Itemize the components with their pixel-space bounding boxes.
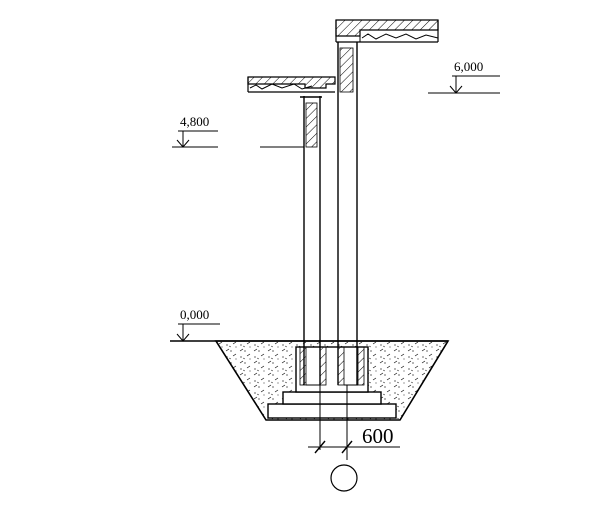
elevation-label-middle: 4,800 [180, 114, 209, 129]
elevation-marker-ground: 0,000 [176, 307, 220, 342]
elevation-marker-top: 6,000 [428, 59, 500, 94]
column-sockets [299, 346, 365, 386]
roof-slab-lower [247, 76, 336, 93]
roof-slab-upper [335, 19, 439, 43]
axis-marker [330, 464, 358, 492]
elevation-marker-middle: 4,800 [172, 114, 304, 148]
elevation-label-top: 6,000 [454, 59, 483, 74]
column-right [337, 42, 358, 385]
dimension-label: 600 [362, 424, 394, 448]
elevation-label-ground: 0,000 [180, 307, 209, 322]
dimension-line: 600 [308, 385, 400, 460]
column-left [300, 96, 322, 385]
